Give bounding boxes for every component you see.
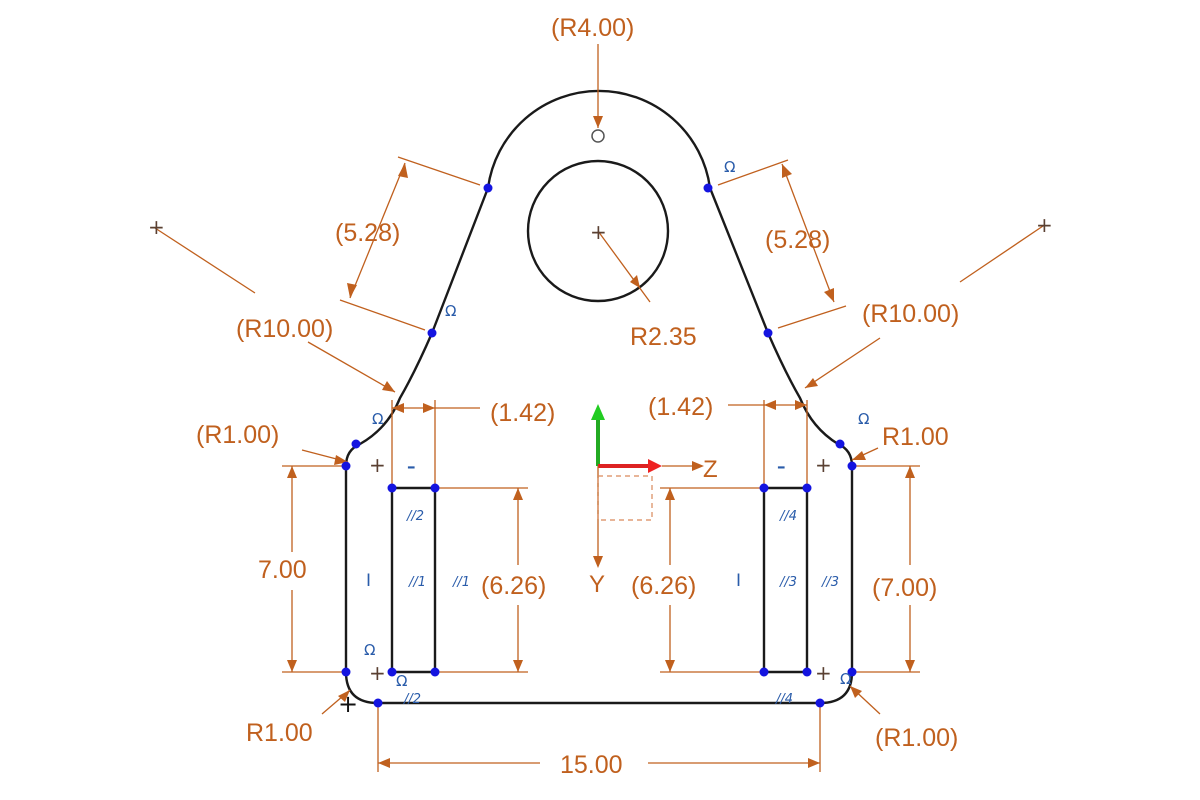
svg-text://2: //2 xyxy=(403,692,421,707)
svg-text:I: I xyxy=(366,571,371,591)
svg-text:Ω: Ω xyxy=(364,641,375,659)
dim-tangent-right[interactable]: (5.28) xyxy=(765,226,830,254)
dim-top-radius[interactable]: (R4.00) xyxy=(551,14,634,42)
center-hole[interactable] xyxy=(526,159,670,303)
dim-height-right[interactable]: (7.00) xyxy=(872,574,937,602)
svg-text://3: //3 xyxy=(779,575,797,590)
svg-text:+: + xyxy=(369,453,386,477)
dim-corner-bottom-right[interactable]: (R1.00) xyxy=(875,724,958,752)
svg-text:+: + xyxy=(815,661,832,685)
cross-marks: + + + + + + + + xyxy=(148,213,1053,718)
sketch-points[interactable] xyxy=(341,129,857,708)
svg-text:Ω: Ω xyxy=(445,302,456,320)
left-slot[interactable] xyxy=(390,486,437,674)
svg-text:+: + xyxy=(369,661,386,685)
svg-text:Ω: Ω xyxy=(724,158,735,176)
svg-text:Ω: Ω xyxy=(372,410,383,428)
dim-fillet-left[interactable]: (R10.00) xyxy=(236,315,333,343)
part-outline[interactable] xyxy=(344,89,854,705)
svg-text:Ω: Ω xyxy=(396,672,407,690)
svg-text:Ω: Ω xyxy=(858,410,869,428)
dim-hole-radius[interactable]: R2.35 xyxy=(630,323,697,351)
dimension-lines xyxy=(154,44,1044,772)
right-slot[interactable] xyxy=(762,486,809,674)
dim-offset-right[interactable]: (1.42) xyxy=(648,393,713,421)
svg-text:–: – xyxy=(407,457,416,477)
dim-slot-right[interactable]: (6.26) xyxy=(631,572,696,600)
dim-corner-top-left[interactable]: (R1.00) xyxy=(196,421,279,449)
z-axis-label: Z xyxy=(703,456,718,483)
dim-fillet-right[interactable]: (R10.00) xyxy=(862,300,959,328)
dim-tangent-left[interactable]: (5.28) xyxy=(335,219,400,247)
dim-slot-left[interactable]: (6.26) xyxy=(481,572,546,600)
dim-offset-left[interactable]: (1.42) xyxy=(490,399,555,427)
svg-text://4: //4 xyxy=(775,692,793,707)
constraint-symbols[interactable]: Ω Ω Ω Ω Ω Ω Ω – – I I //2 //1 //1 //2 //… xyxy=(364,158,869,707)
svg-text:+: + xyxy=(1036,213,1053,237)
coordinate-axes: Z Y xyxy=(589,404,718,598)
svg-text:I: I xyxy=(736,571,741,591)
dimension-labels[interactable]: (R4.00) R2.35 (5.28) (5.28) (R10.00) (R1… xyxy=(196,14,959,779)
svg-text:+: + xyxy=(590,220,607,244)
y-axis-label: Y xyxy=(589,571,605,598)
svg-text://2: //2 xyxy=(406,509,424,524)
svg-text://4: //4 xyxy=(779,509,797,524)
svg-text:Ω: Ω xyxy=(840,670,851,688)
svg-text://3: //3 xyxy=(821,575,839,590)
dim-corner-bottom-left[interactable]: R1.00 xyxy=(246,719,313,747)
dim-height-left[interactable]: 7.00 xyxy=(258,556,307,584)
svg-text:+: + xyxy=(815,453,832,477)
svg-text:+: + xyxy=(338,690,358,718)
svg-text://1: //1 xyxy=(452,575,470,590)
outer-profile[interactable] xyxy=(344,89,854,705)
svg-text:–: – xyxy=(777,457,786,477)
dim-bottom-width[interactable]: 15.00 xyxy=(560,751,623,779)
dim-corner-top-right[interactable]: R1.00 xyxy=(882,423,949,451)
svg-text:+: + xyxy=(148,215,165,239)
svg-text://1: //1 xyxy=(408,575,426,590)
